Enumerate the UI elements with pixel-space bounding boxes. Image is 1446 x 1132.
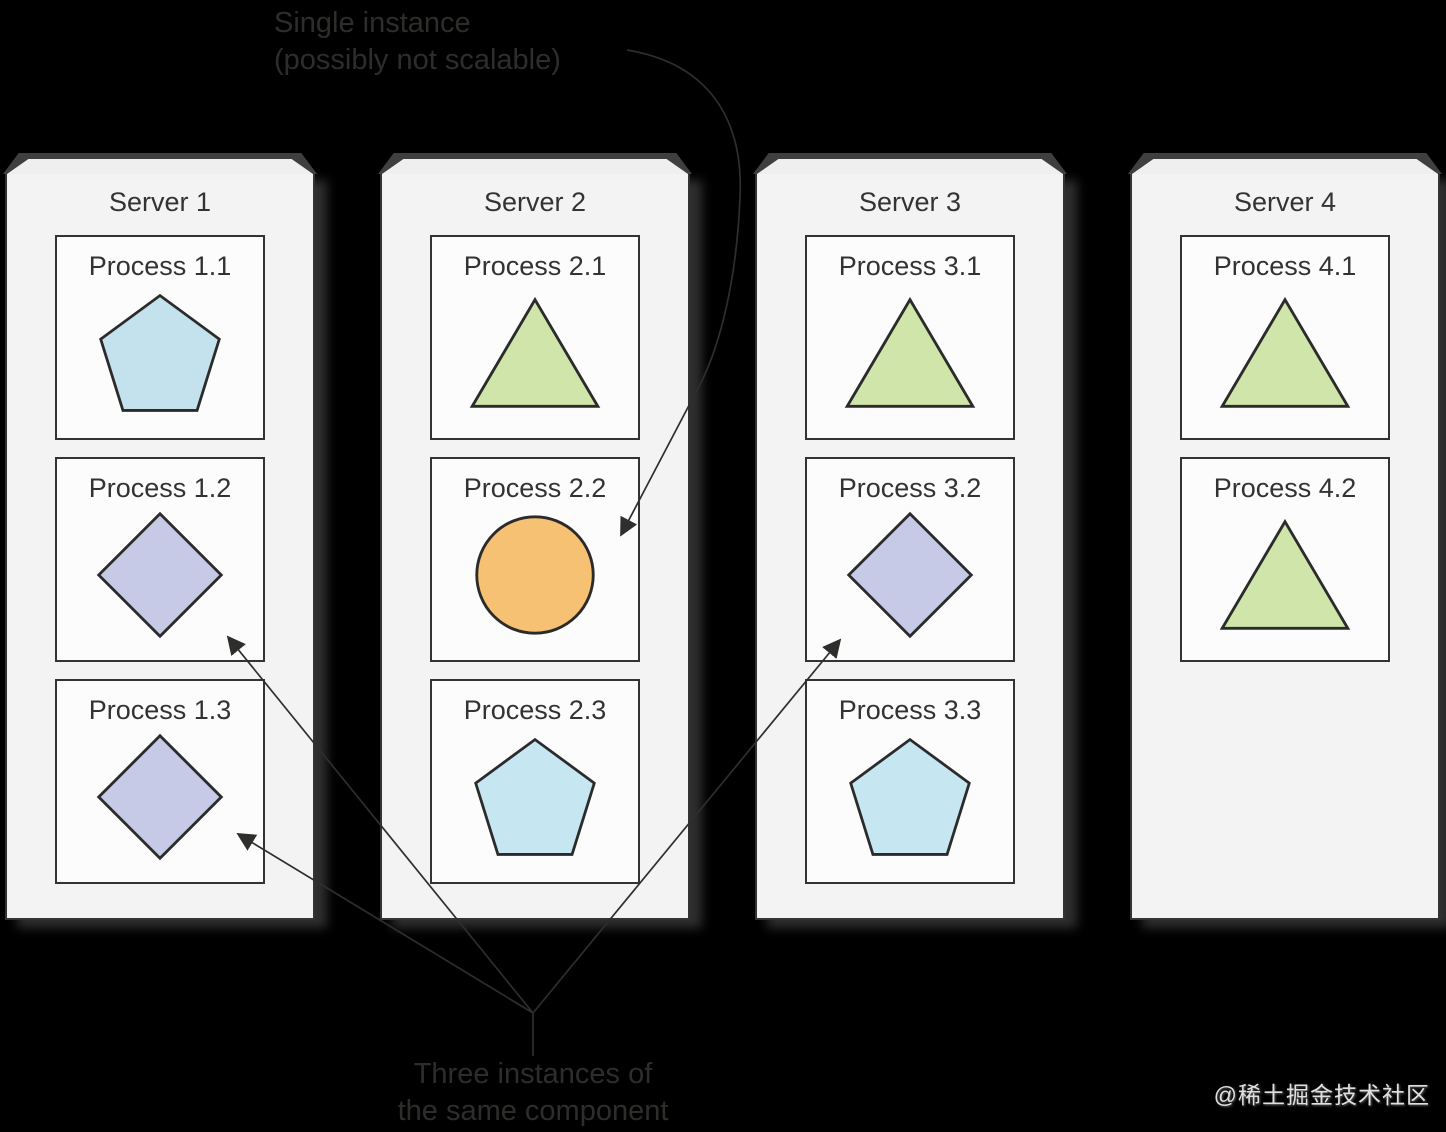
process-4-1-label: Process 4.1: [1213, 251, 1357, 281]
server-1-panel: Server 1 Process 1.1 Process 1.2: [3, 153, 317, 920]
process-box-3-3: Process 3.3: [805, 679, 1015, 884]
process-box-2-2: Process 2.2: [430, 457, 640, 662]
server-4-title: Server 4: [1233, 187, 1337, 217]
server-2-panel: Server 2 Process 2.1 Process 2.2: [378, 153, 692, 920]
process-box-3-2: Process 3.2: [805, 457, 1015, 662]
process-box-4-1: Process 4.1: [1180, 235, 1390, 440]
single-instance-caption-line2: (possibly not scalable): [274, 44, 561, 76]
process-4-2-label: Process 4.2: [1213, 473, 1357, 503]
juejin-watermark: @稀土掘金技术社区: [1213, 1082, 1430, 1108]
server-4-panel: Server 4 Process 4.1 Process 4.2: [1128, 153, 1442, 920]
pentagon-shape: [474, 737, 596, 856]
three-instances-caption-line1: Three instances of: [413, 1058, 653, 1090]
server-1-title: Server 1: [108, 187, 212, 217]
process-box-2-1: Process 2.1: [430, 235, 640, 440]
pentagon-shape: [849, 737, 971, 856]
circle-shape: [475, 515, 595, 635]
diamond-shape: [96, 733, 224, 861]
pentagon-shape: [99, 293, 221, 412]
process-box-3-1: Process 3.1: [805, 235, 1015, 440]
single-instance-caption: Single instance (possibly not scalable): [274, 5, 561, 79]
process-1-3-label: Process 1.3: [88, 695, 232, 725]
triangle-shape: [844, 296, 976, 408]
process-3-2-label: Process 3.2: [838, 473, 982, 503]
process-3-1-label: Process 3.1: [838, 251, 982, 281]
triangle-shape: [1219, 518, 1351, 630]
process-box-2-3: Process 2.3: [430, 679, 640, 884]
process-box-4-2: Process 4.2: [1180, 457, 1390, 662]
process-1-1-label: Process 1.1: [88, 251, 232, 281]
process-2-2-label: Process 2.2: [463, 473, 607, 503]
three-instances-caption-line2: the same component: [397, 1095, 669, 1127]
triangle-shape: [1219, 296, 1351, 408]
single-instance-caption-line1: Single instance: [274, 7, 471, 39]
server-1-top-face: [7, 159, 313, 174]
server-4-top-face: [1132, 159, 1438, 174]
process-box-1-3: Process 1.3: [55, 679, 265, 884]
process-2-3-label: Process 2.3: [463, 695, 607, 725]
process-box-1-1: Process 1.1: [55, 235, 265, 440]
three-instances-caption: Three instances of the same component: [398, 1056, 669, 1130]
process-3-3-label: Process 3.3: [838, 695, 982, 725]
server-2-top-face: [382, 159, 688, 174]
server-2-title: Server 2: [483, 187, 587, 217]
triangle-shape: [469, 296, 601, 408]
process-2-1-label: Process 2.1: [463, 251, 607, 281]
server-3-panel: Server 3 Process 3.1 Process 3.2: [753, 153, 1067, 920]
process-box-1-2: Process 1.2: [55, 457, 265, 662]
diamond-shape: [846, 511, 974, 639]
server-3-top-face: [757, 159, 1063, 174]
server-3-title: Server 3: [858, 187, 962, 217]
process-1-2-label: Process 1.2: [88, 473, 232, 503]
diamond-shape: [96, 511, 224, 639]
